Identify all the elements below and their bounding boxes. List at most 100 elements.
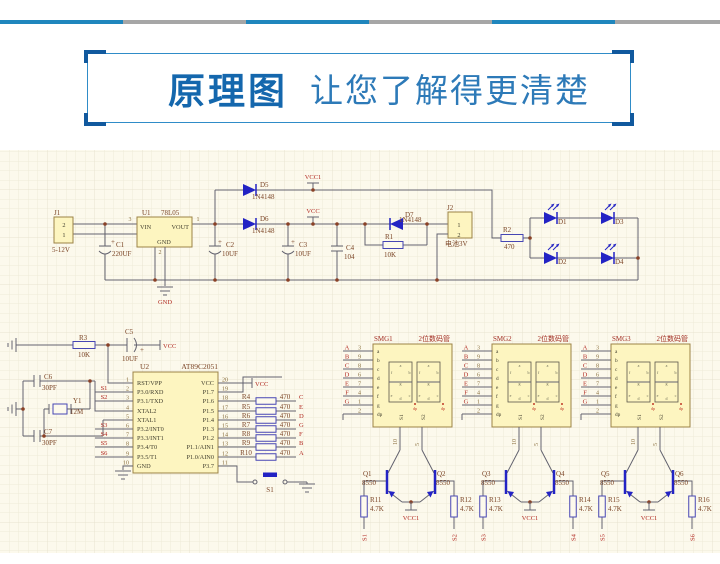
seg-letter: f (419, 370, 421, 375)
xtal2-wire (94, 381, 133, 412)
diode-icon (601, 252, 614, 264)
r2-ref: R2 (503, 226, 512, 234)
resistor-ref: R14 (579, 496, 591, 504)
seg-letter: b (437, 370, 439, 375)
pnp-arrow-icon (507, 491, 514, 498)
pin-number: 2 (596, 409, 599, 415)
segment-pin-name: b (496, 358, 499, 364)
c5-curved-plate (133, 337, 137, 353)
c2-value: 10UF (222, 250, 238, 258)
seg-letter: c (556, 393, 558, 398)
xtal1-wire (102, 419, 133, 436)
seg-letter: a (400, 363, 402, 368)
net-label: S3 (101, 422, 108, 429)
net-label: D (345, 372, 350, 379)
power-port-label: VCC1 (403, 515, 420, 522)
digit-select-label: S1 (637, 414, 643, 420)
r1-ref: R1 (385, 233, 394, 241)
d5-value: 1N4148 (252, 193, 275, 201)
r1-wires (364, 224, 428, 246)
collector-wires (625, 449, 673, 474)
seg-letter: c (647, 393, 649, 398)
plus-sign: + (291, 238, 295, 246)
segment-pin-name: g (615, 403, 618, 409)
display-body (491, 343, 572, 428)
dp-dot-icon (442, 403, 444, 405)
corner-bracket-icon (612, 50, 634, 63)
seg-letter: f (391, 370, 393, 375)
net-label: S5 (600, 534, 607, 541)
r2-value: 470 (504, 243, 515, 251)
resistor-value: 4.7K (370, 505, 384, 513)
segment-pin-name: e (615, 385, 618, 391)
pin-name: P1.5 (203, 408, 214, 415)
j1-ref: J1 (54, 209, 61, 217)
dp-dot-icon (561, 403, 563, 405)
segment-pin-name: a (496, 349, 499, 355)
transistor-ref: Q4 (556, 470, 565, 478)
resistor-value: 470 (280, 449, 291, 457)
display-body (610, 343, 691, 428)
resistor-body (255, 453, 277, 461)
resistor-value: 470 (280, 421, 291, 429)
resistor-body (598, 495, 606, 518)
pin-number: 7 (477, 382, 480, 388)
resistor-ref: R12 (460, 496, 472, 504)
r3-value: 10K (78, 351, 90, 359)
digit-select-label: S1 (518, 414, 524, 420)
seg-letter: a (547, 363, 549, 368)
resistor-value: 470 (280, 403, 291, 411)
u1-gnd: GND (157, 239, 171, 246)
resistor-body (569, 495, 577, 518)
net-label: D (464, 372, 469, 379)
dp-label: dp (441, 406, 445, 411)
junction-dot (42, 434, 46, 438)
segment-pin-name: c (496, 367, 499, 373)
resistor-body (500, 234, 524, 242)
segment-pin-name: f (496, 393, 498, 400)
page-subtitle: 让您了解得更清楚 (310, 74, 590, 110)
junction-dot (286, 222, 290, 226)
led-arrowhead (556, 243, 560, 247)
pnp-arrow-icon (626, 491, 633, 498)
junction-dot (363, 222, 367, 226)
display-title: 2位数码管 (657, 334, 689, 343)
pin-number: 3 (358, 346, 361, 352)
j1-caption: 5-12V (52, 246, 70, 254)
r1-value: 10K (384, 251, 396, 259)
resistor-body (255, 443, 277, 451)
pin-number: 5 (415, 443, 421, 446)
dp-dot-icon (652, 403, 654, 405)
u1-vout: VOUT (172, 224, 190, 231)
digit-select-label: S2 (659, 414, 665, 420)
dp-dot-icon (414, 403, 416, 405)
seg-letter: b (556, 370, 558, 375)
u2-part: AT89C2051 (181, 362, 218, 371)
base-wire-right (436, 480, 455, 529)
net-label: E (345, 381, 349, 388)
pin-number: 9 (477, 355, 480, 361)
segment-pin-name: b (377, 358, 380, 364)
junction-dot (213, 222, 217, 226)
pin-number: 2 (126, 387, 129, 393)
base-wire-left (482, 480, 505, 529)
led-ref: D2 (558, 258, 567, 266)
c1-wires (99, 224, 111, 280)
net-label: D (299, 413, 304, 420)
junction-dot (311, 188, 315, 192)
seg-letter: d (638, 396, 640, 401)
pin10-gnd (122, 465, 133, 470)
seg-letter: f (538, 370, 540, 375)
net-label: S5 (101, 440, 108, 447)
ground-icon (157, 286, 173, 296)
y1-value: 12M (70, 408, 84, 416)
pin20-vcc (218, 378, 253, 388)
resistor-value: 470 (280, 430, 291, 438)
pin-name: P1.2 (203, 435, 214, 442)
pin-name: P3.7 (203, 463, 214, 470)
j2-pin: 2 (457, 232, 460, 239)
pin-name: P3.5/T1 (137, 454, 157, 461)
page-title: 原理图 (168, 71, 288, 112)
c7-value: 30PF (42, 439, 57, 447)
pin-name: GND (137, 463, 151, 470)
